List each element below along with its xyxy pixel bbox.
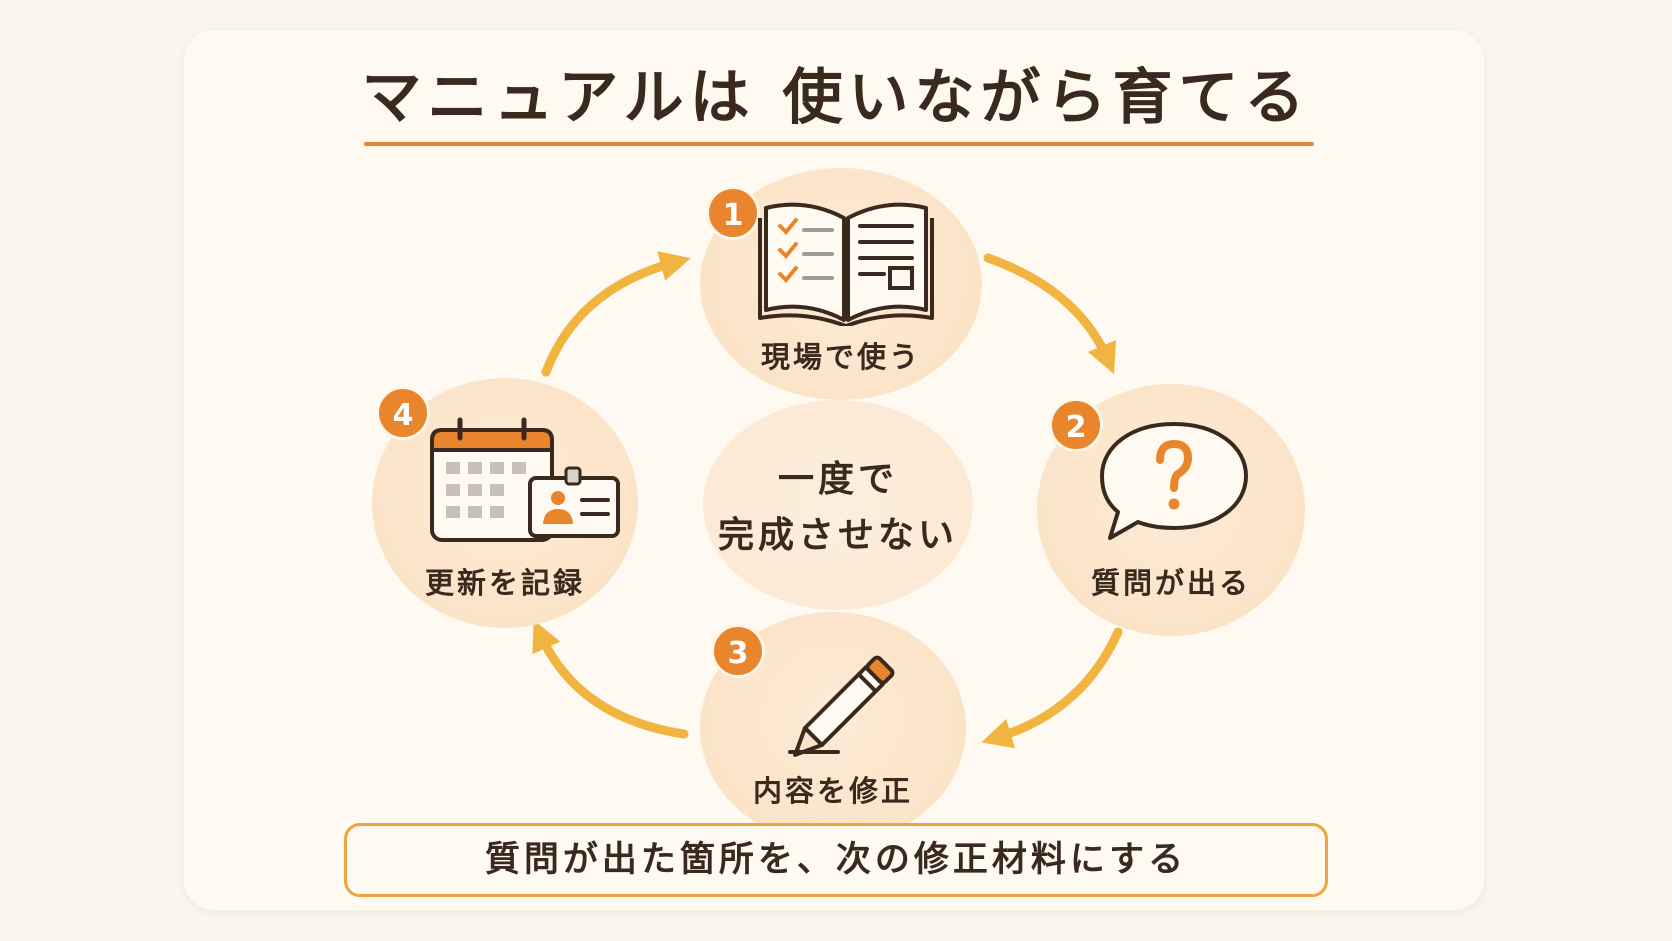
step-3-badge: 3 — [711, 624, 765, 678]
title-underline — [364, 142, 1314, 146]
step-4-badge: 4 — [376, 386, 430, 440]
arrow-2-to-3 — [981, 627, 1123, 749]
arrow-4-to-1 — [541, 251, 691, 377]
step-2-badge: 2 — [1049, 398, 1103, 452]
step-1-badge: 1 — [706, 186, 760, 240]
center-text: 一度で 完成させない — [703, 452, 973, 564]
step-2-label: 質問が出る — [1090, 566, 1251, 600]
question-speech-bubble-icon — [1100, 422, 1248, 540]
arrow-1-to-2 — [983, 253, 1117, 375]
step-4-label: 更新を記録 — [424, 566, 585, 600]
footer-note: 質問が出た箇所を、次の修正材料にする — [344, 823, 1328, 897]
step-1-label: 現場で使う — [760, 340, 921, 374]
center-line-2: 完成させない — [717, 515, 958, 556]
center-line-1: 一度で — [777, 459, 898, 500]
pencil-icon — [788, 655, 895, 757]
step-3-label: 内容を修正 — [752, 774, 913, 808]
arrow-3-to-4 — [532, 620, 689, 739]
center-blob — [703, 400, 973, 610]
page-title: マニュアルは 使いながら育てる — [361, 63, 1311, 133]
calendar-id-card-icon — [430, 417, 620, 542]
open-book-checklist-icon — [758, 202, 934, 326]
